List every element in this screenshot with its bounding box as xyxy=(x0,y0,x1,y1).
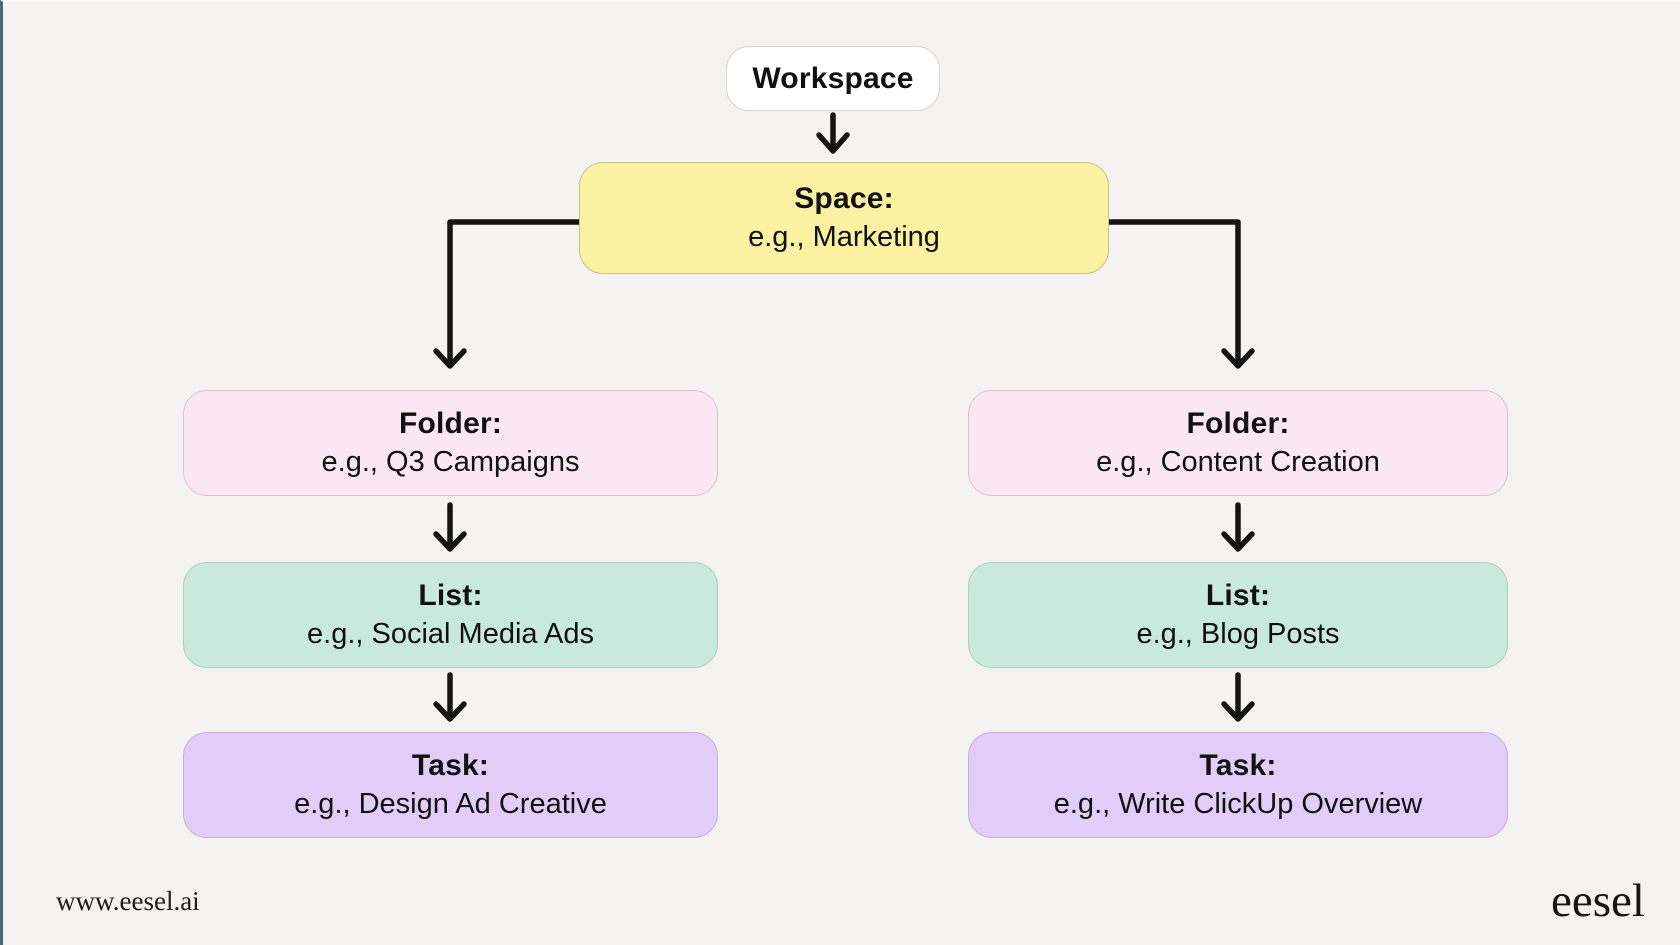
node-task-left-example: e.g., Design Ad Creative xyxy=(294,788,607,820)
node-folder-left: Folder: e.g., Q3 Campaigns xyxy=(183,390,718,496)
arrow-workspace-to-space xyxy=(816,112,850,154)
node-list-left-example: e.g., Social Media Ads xyxy=(307,618,594,650)
node-workspace: Workspace xyxy=(726,46,940,111)
node-task-right: Task: e.g., Write ClickUp Overview xyxy=(968,732,1508,838)
node-space: Space: e.g., Marketing xyxy=(579,162,1109,274)
brand-logo: eesel xyxy=(1551,875,1645,927)
footer-website-url: www.eesel.ai xyxy=(56,886,200,916)
node-folder-right-title: Folder: xyxy=(1186,407,1290,440)
node-task-left: Task: e.g., Design Ad Creative xyxy=(183,732,718,838)
node-workspace-label: Workspace xyxy=(752,61,914,95)
node-list-left: List: e.g., Social Media Ads xyxy=(183,562,718,668)
connector-space-to-folder-left xyxy=(433,219,582,369)
node-folder-left-title: Folder: xyxy=(398,407,503,440)
arrow-list-right-to-task-right xyxy=(1221,672,1255,722)
node-list-right: List: e.g., Blog Posts xyxy=(968,562,1508,668)
node-task-left-title: Task: xyxy=(411,749,490,782)
node-task-right-title: Task: xyxy=(1199,749,1277,782)
arrow-folder-left-to-list-left xyxy=(433,502,467,552)
node-folder-left-example: e.g., Q3 Campaigns xyxy=(321,446,580,478)
node-space-example: e.g., Marketing xyxy=(748,221,940,253)
node-list-left-title: List: xyxy=(418,579,483,612)
node-folder-right-example: e.g., Content Creation xyxy=(1096,446,1380,478)
arrow-folder-right-to-list-right xyxy=(1221,502,1255,552)
node-folder-right: Folder: e.g., Content Creation xyxy=(968,390,1508,496)
node-list-right-example: e.g., Blog Posts xyxy=(1136,618,1340,650)
node-list-right-title: List: xyxy=(1205,579,1271,612)
connector-space-to-folder-right xyxy=(1106,219,1255,369)
node-space-title: Space: xyxy=(794,182,894,215)
arrow-list-left-to-task-left xyxy=(433,672,467,722)
node-task-right-example: e.g., Write ClickUp Overview xyxy=(1053,788,1423,820)
